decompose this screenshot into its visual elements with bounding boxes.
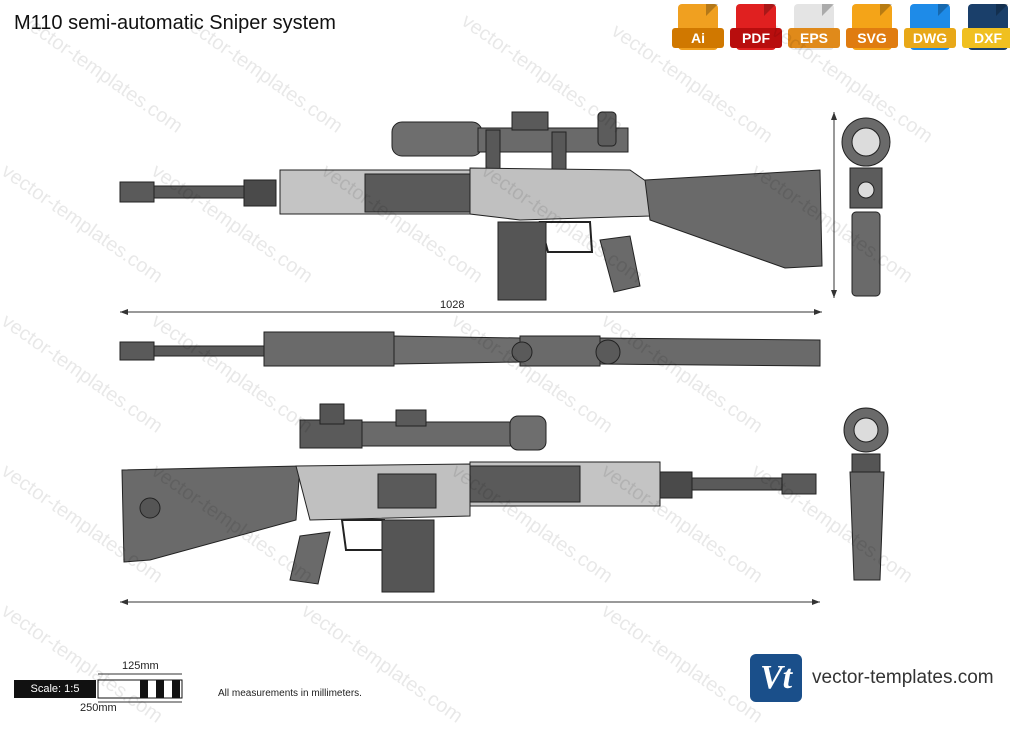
- format-buttons: Ai PDF EPS SVG DWG DXF: [672, 4, 1010, 52]
- brand-footer[interactable]: Vt vector-templates.com: [750, 654, 994, 702]
- format-label: Ai: [672, 28, 724, 48]
- rifle-front-view-top: [841, 117, 891, 297]
- scale-label: Scale: 1:5: [14, 680, 96, 698]
- height-dimension: [831, 112, 837, 298]
- vt-logo-icon: Vt: [750, 654, 802, 702]
- overall-length-dimension: 1028: [120, 299, 822, 315]
- rifle-top-view: [119, 331, 821, 367]
- rifle-side-view-right: [119, 111, 823, 301]
- format-dwg-button[interactable]: DWG: [904, 4, 956, 52]
- measurement-note: All measurements in millimeters.: [218, 688, 362, 699]
- format-ai-button[interactable]: Ai: [672, 4, 724, 52]
- page-title: M110 semi-automatic Sniper system: [14, 12, 336, 34]
- format-label: EPS: [788, 28, 840, 48]
- scale-bar: [97, 673, 183, 703]
- length-label: 1028: [440, 299, 464, 311]
- format-svg-button[interactable]: SVG: [846, 4, 898, 52]
- site-url[interactable]: vector-templates.com: [812, 667, 994, 688]
- bottom-length-dimension: [120, 599, 820, 605]
- format-label: PDF: [730, 28, 782, 48]
- format-label: DWG: [904, 28, 956, 48]
- format-eps-button[interactable]: EPS: [788, 4, 840, 52]
- rifle-side-view-left: [121, 403, 817, 593]
- scale-125-label: 125mm: [122, 660, 159, 672]
- rifle-front-view-bottom: [843, 407, 889, 581]
- format-pdf-button[interactable]: PDF: [730, 4, 782, 52]
- format-dxf-button[interactable]: DXF: [962, 4, 1010, 52]
- format-label: DXF: [962, 28, 1010, 48]
- blueprint-drawing: 1028: [97, 111, 891, 703]
- format-label: SVG: [846, 28, 898, 48]
- scale-250-label: 250mm: [80, 702, 117, 714]
